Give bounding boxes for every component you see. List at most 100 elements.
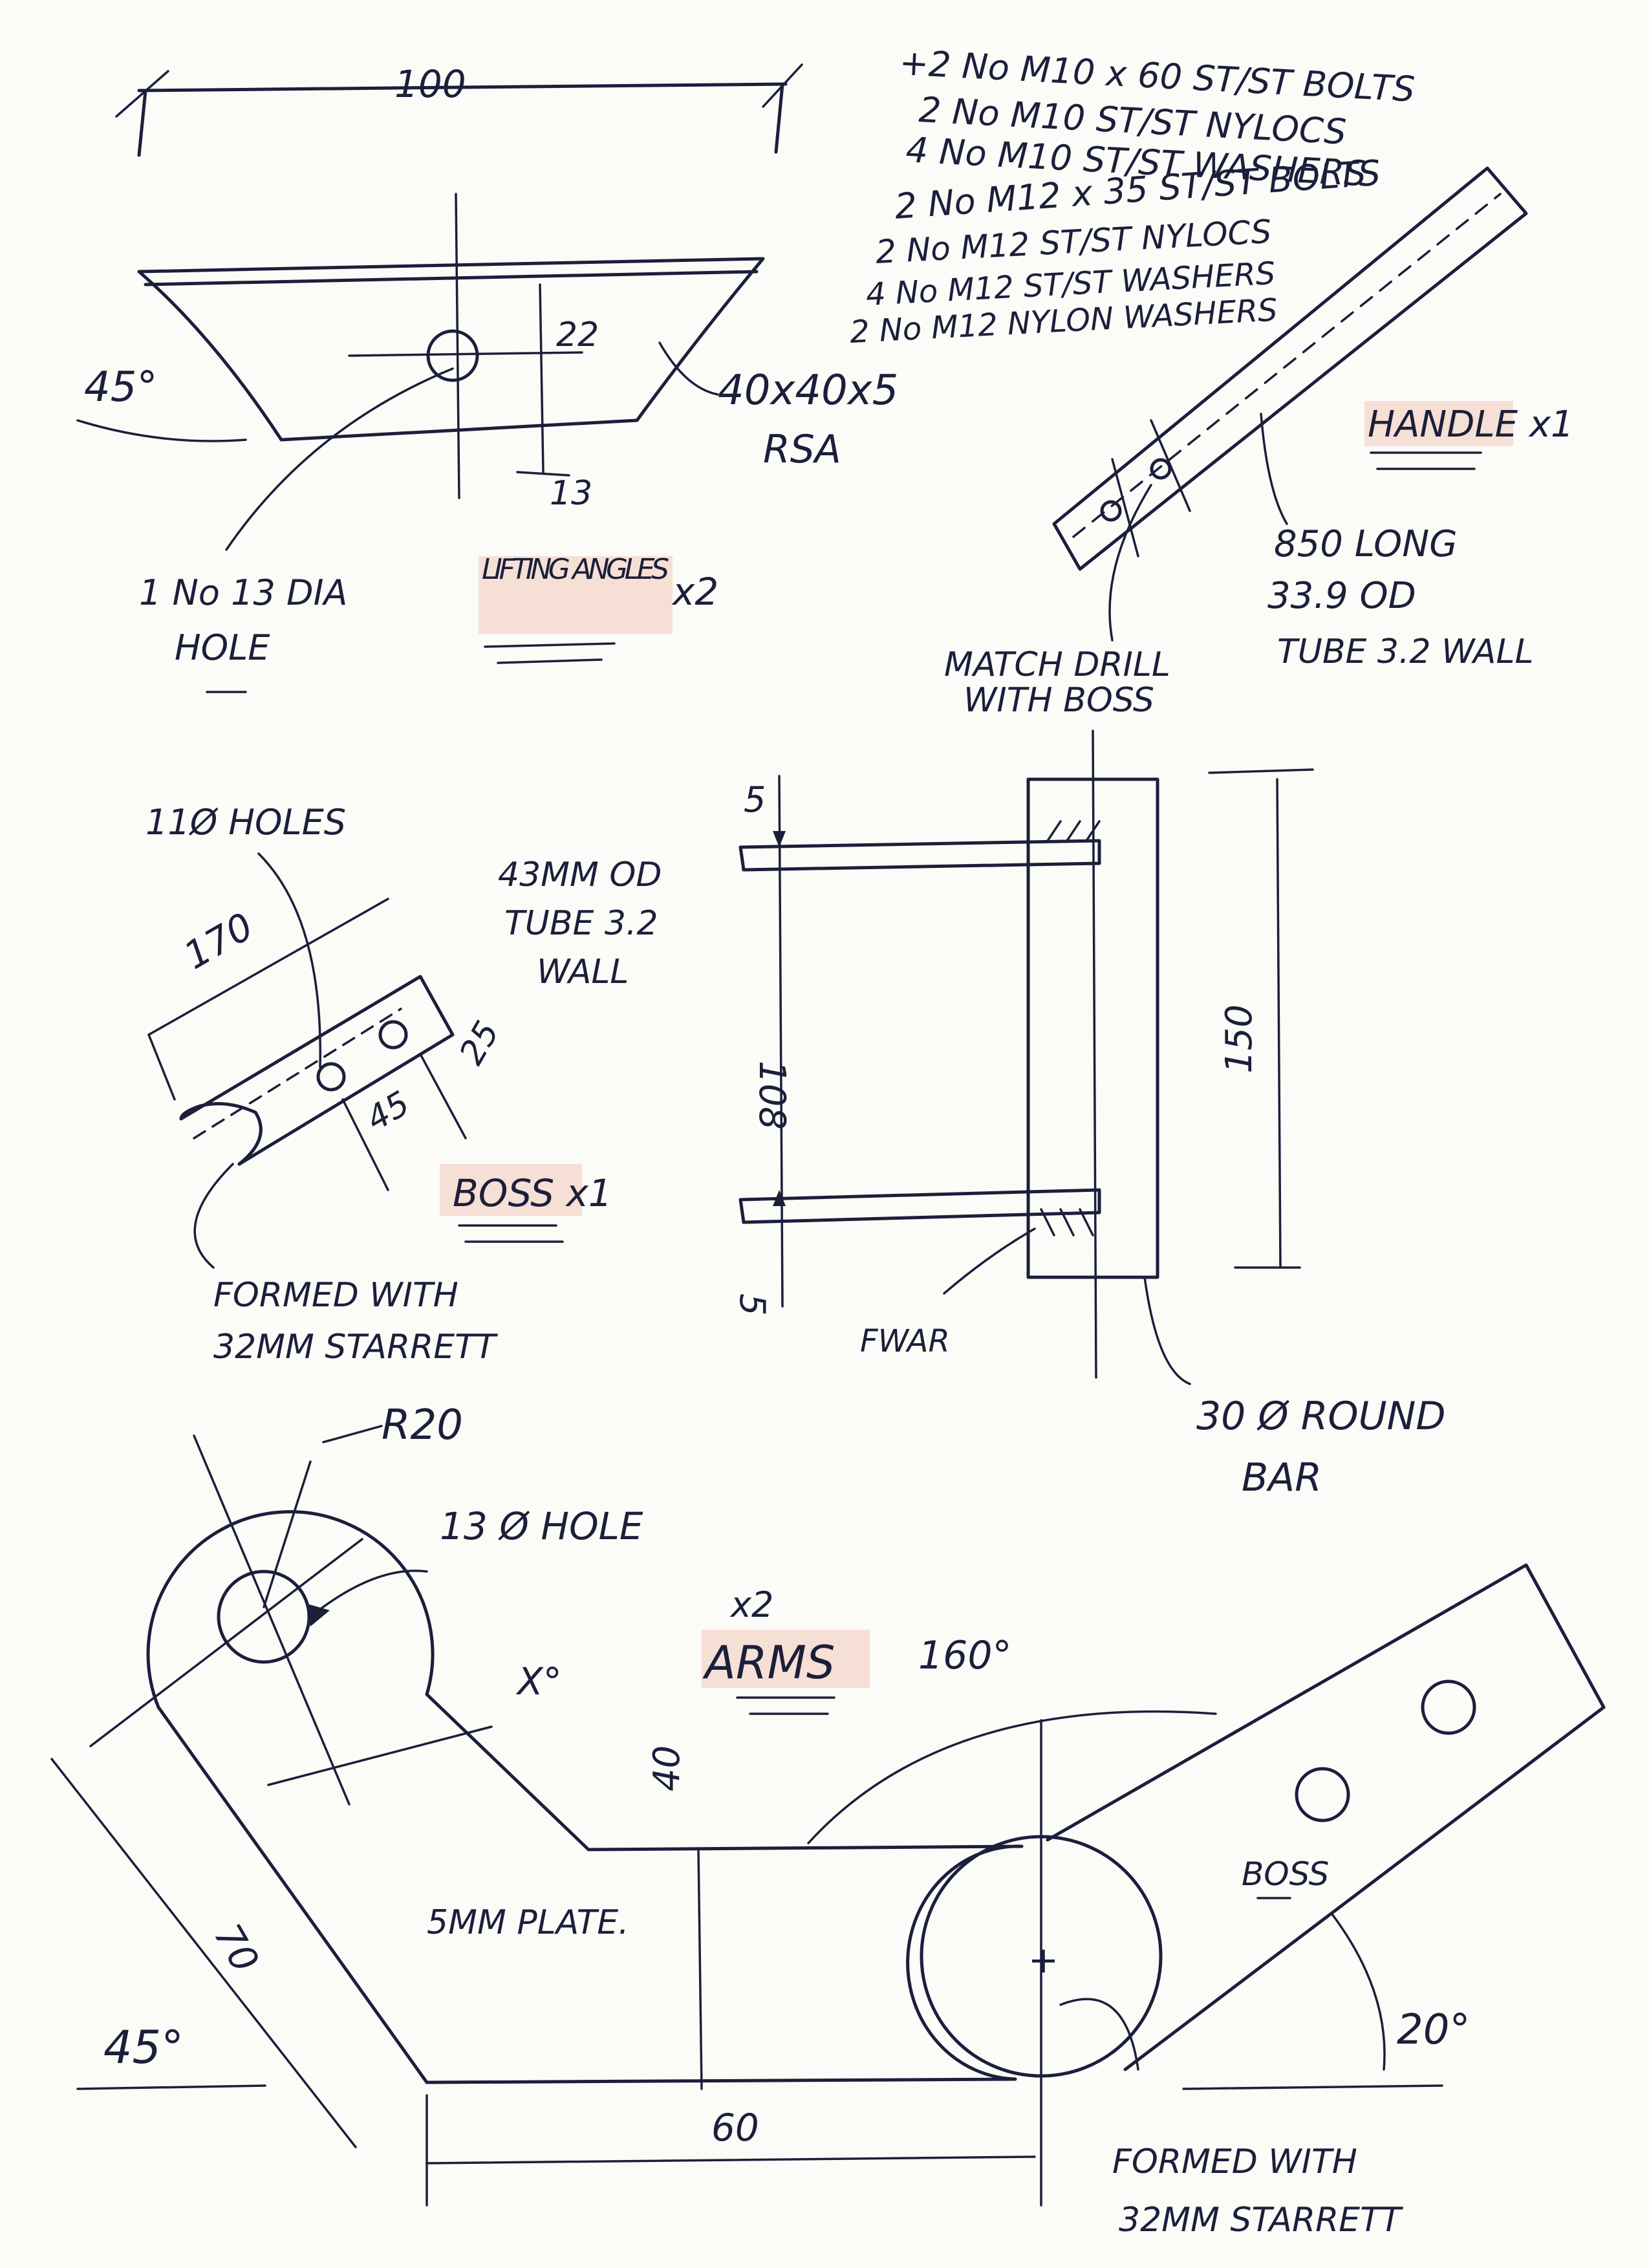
boss-formed-note-2: 32MM STARRETT xyxy=(213,1328,499,1366)
dim-108: 108 xyxy=(751,1061,793,1130)
hole-leader xyxy=(309,1570,428,1618)
arm-outline xyxy=(146,1510,1024,2084)
bar-note-2: BAR xyxy=(1242,1455,1322,1500)
dim-tick-right xyxy=(762,63,803,108)
dim-70-line xyxy=(50,1758,357,2148)
r20-label: R20 xyxy=(382,1401,463,1449)
hole-note-2: HOLE xyxy=(175,627,270,668)
bar-note-1: 30 Ø ROUND xyxy=(1196,1394,1446,1439)
title-underline-2 xyxy=(497,658,603,664)
boss-tube-outline xyxy=(179,975,455,1166)
assembly-centre-line xyxy=(1092,729,1097,1379)
hole-label: 13 Ø HOLE xyxy=(440,1504,643,1548)
handle-tube-spec: TUBE 3.2 WALL xyxy=(1277,632,1533,671)
arms-formed-note-1: FORMED WITH xyxy=(1112,2143,1357,2181)
angle-160-label: 160° xyxy=(918,1633,1012,1678)
boss-dim-25-ext xyxy=(419,1053,467,1139)
handle-hole-1 xyxy=(1100,500,1122,522)
weld-marks xyxy=(1040,820,1101,1237)
match-drill-leader xyxy=(1108,484,1152,642)
dim-tick-left xyxy=(115,70,169,118)
lifting-angles-title: LIFTING ANGLES xyxy=(482,553,669,586)
arms-formed-leader xyxy=(1059,1998,1139,2071)
hole-leader xyxy=(225,367,454,551)
dim-top-arrow xyxy=(773,831,786,847)
r20-leader-2 xyxy=(322,1425,383,1443)
angle-section-outline xyxy=(137,257,765,442)
handle-view: HANDLE x1 850 LONG 33.9 OD TUBE 3.2 WALL… xyxy=(944,166,1574,720)
handle-length: 850 LONG xyxy=(1274,523,1458,565)
bar-leader xyxy=(1143,1276,1191,1385)
plate-label-1: 5MM PLATE. xyxy=(427,1903,629,1942)
hole-centre-2 xyxy=(1150,419,1191,512)
boss-hole-2 xyxy=(378,1020,408,1050)
dim-top-5: 5 xyxy=(744,779,766,820)
round-bar-side xyxy=(1026,777,1159,1279)
boss-centre-line xyxy=(193,1008,402,1139)
hole-centre-1 xyxy=(1111,458,1139,557)
dim-line-100 xyxy=(137,82,788,92)
dim-40-label: 40 xyxy=(646,1745,688,1791)
title-underline-1 xyxy=(484,642,616,648)
centre-line-horizontal xyxy=(348,351,583,357)
arm-plate-top xyxy=(738,839,1101,872)
arm-bend-line-1 xyxy=(267,1725,493,1786)
extension-line-left xyxy=(137,89,147,157)
hole-circle xyxy=(426,329,479,382)
handle-od: 33.9 OD xyxy=(1267,575,1416,617)
pivot-centre-line xyxy=(193,1434,350,1806)
angle-160-arc xyxy=(807,1710,1217,1844)
boss-tube-note-1: 43MM OD xyxy=(498,856,662,894)
extension-line-right xyxy=(774,82,784,154)
boss-formed-note-1: FORMED WITH xyxy=(213,1276,458,1315)
handle-hole-2 xyxy=(1150,458,1172,480)
pivot-cross-line xyxy=(89,1538,363,1747)
dim-22-line xyxy=(539,283,544,473)
boss-formed-leader xyxy=(193,1163,234,1269)
arms-title-highlight xyxy=(702,1630,870,1688)
angle-45-label: 45° xyxy=(103,2021,184,2074)
handle-title-highlight xyxy=(1364,401,1513,446)
fwd-label: FWAR xyxy=(860,1323,950,1359)
arm-assembly-view: 5 108 5 150 FWAR 30 Ø ROUND BAR xyxy=(732,729,1446,1500)
boss-hole-1 xyxy=(316,1062,346,1092)
lifting-angles-qty: x2 xyxy=(671,570,718,614)
arms-title: ARMS xyxy=(702,1636,835,1689)
handle-title: HANDLE x1 xyxy=(1368,404,1574,446)
dim-22-label: 22 xyxy=(556,316,599,354)
dim-150-top xyxy=(1208,768,1314,774)
boss-dim-170-line xyxy=(147,898,389,1036)
match-drill-note-1: MATCH DRILL xyxy=(944,645,1170,684)
fwd-leader xyxy=(943,1227,1036,1295)
bar-centre-mark: + xyxy=(1028,1939,1059,1982)
strap-hole-1 xyxy=(1295,1767,1350,1822)
rsa-size-label: 40x40x5 xyxy=(718,367,898,415)
strap-hole-2 xyxy=(1421,1679,1476,1735)
angle-x-label: X° xyxy=(515,1659,562,1703)
dim-60-line xyxy=(426,2155,1036,2165)
angle-20-label: 20° xyxy=(1397,2006,1470,2054)
arms-view: R20 13 Ø HOLE X° 40 x2 ARMS 160° + BOSS … xyxy=(50,1401,1606,2240)
hole-note-1: 1 No 13 DIA xyxy=(139,572,347,613)
angle-45-arc xyxy=(76,419,247,442)
dim-13-label: 13 xyxy=(550,474,592,513)
boss-tube-end xyxy=(179,1102,263,1166)
boss-title: BOSS x1 xyxy=(453,1171,612,1215)
dim-150: 150 xyxy=(1218,1004,1260,1074)
dim-100-label: 100 xyxy=(394,62,466,106)
title-highlight xyxy=(479,556,673,634)
boss-dim-45-ext xyxy=(341,1098,389,1191)
arm-plate-bottom xyxy=(738,1188,1101,1224)
boss-holes-leader xyxy=(257,852,321,1068)
hole-arrow xyxy=(307,1604,330,1626)
dim-108-line xyxy=(778,775,784,1308)
angle-45-label: 45° xyxy=(84,363,157,411)
dim-bottom-arrow xyxy=(773,1190,786,1206)
handle-tube xyxy=(1052,166,1528,571)
angle-20-arc xyxy=(1331,1913,1386,2071)
centre-line-vertical xyxy=(455,193,460,499)
dim-13-tick xyxy=(516,471,570,477)
lifting-angles-view: 100 22 13 45° 40x40x5 RSA 1 No 13 DIA HO… xyxy=(76,62,898,693)
